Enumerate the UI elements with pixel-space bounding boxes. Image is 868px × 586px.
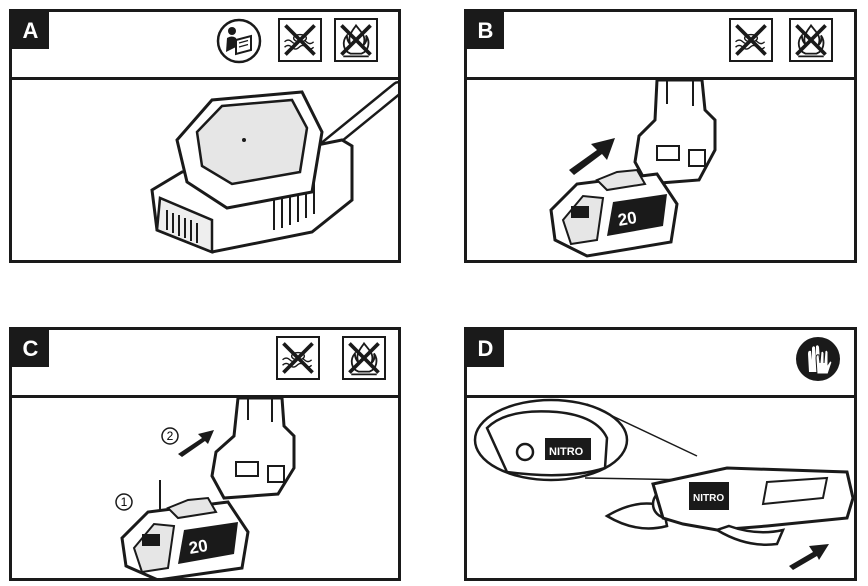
battery-mark: 20 — [187, 536, 209, 558]
panel-a: A — [9, 9, 401, 263]
pruner-illustration: NITRO NITRO — [467, 398, 854, 578]
attach-battery-illustration: 20 — [467, 80, 854, 260]
panel-label: B — [467, 12, 504, 49]
panel-a-header: A — [12, 12, 398, 80]
panel-d: D NITRO NITRO — [464, 327, 857, 581]
panel-b-header: B — [467, 12, 854, 80]
gloves-icon — [795, 336, 841, 382]
read-manual-icon — [216, 18, 262, 64]
tool-brand: NITRO — [693, 493, 724, 504]
panel-d-header: D — [467, 330, 854, 398]
panel-label: C — [12, 330, 49, 367]
panel-c: C 2 — [9, 327, 401, 581]
battery-mark: 20 — [616, 208, 638, 230]
panel-c-header: C — [12, 330, 398, 398]
detach-battery-illustration: 2 1 20 — [12, 398, 398, 578]
no-fire-icon — [334, 18, 378, 62]
panel-label: A — [12, 12, 49, 49]
step-2-number: 2 — [167, 429, 174, 443]
panel-label: D — [467, 330, 504, 367]
no-fire-icon — [342, 336, 386, 380]
charger-illustration — [12, 80, 398, 260]
no-fire-icon — [789, 18, 833, 62]
callout-brand: NITRO — [549, 446, 584, 458]
no-water-icon — [276, 336, 320, 380]
step-1-number: 1 — [121, 495, 128, 509]
no-water-icon — [278, 18, 322, 62]
panel-b: B — [464, 9, 857, 263]
no-water-icon — [729, 18, 773, 62]
